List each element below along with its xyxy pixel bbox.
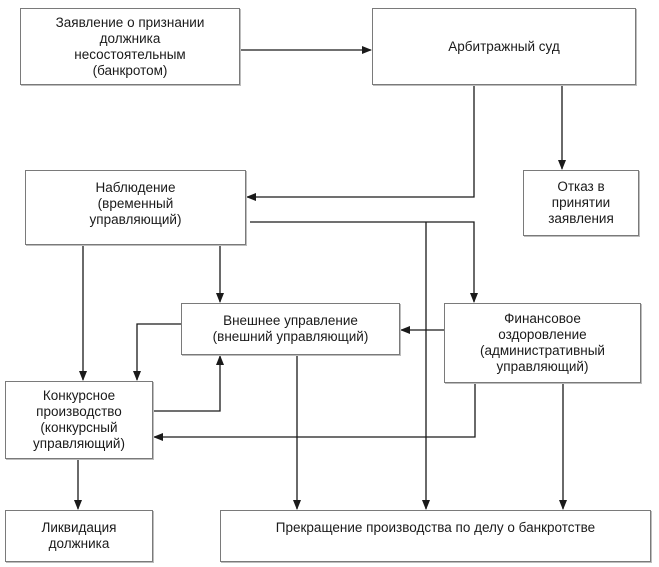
edge-court-observation [246, 85, 475, 201]
node-observation: Наблюдение (временный управляющий) [25, 170, 246, 245]
node-bankruptcy-proceedings: Конкурсное производство (конкурсный упра… [5, 381, 153, 459]
node-arbitration-court: Арбитражный суд [372, 8, 636, 85]
edge-external-bankrupt [133, 323, 181, 381]
node-financial-recovery: Финансовое оздоровление (административны… [444, 303, 641, 383]
node-case-termination: Прекращение производства по делу о банкр… [220, 510, 651, 562]
edge-recovery-bankrupt [153, 383, 476, 441]
node-external-management: Внешнее управление (внешний управляющий) [181, 303, 400, 355]
edge-observation-recovery [250, 221, 478, 303]
node-bankruptcy-petition: Заявление о признании должника несостоят… [20, 8, 240, 85]
edge-bankrupt-external [153, 355, 224, 412]
node-refusal-to-accept: Отказ в принятии заявления [523, 170, 639, 236]
node-debtor-liquidation: Ликвидация должника [5, 510, 153, 562]
